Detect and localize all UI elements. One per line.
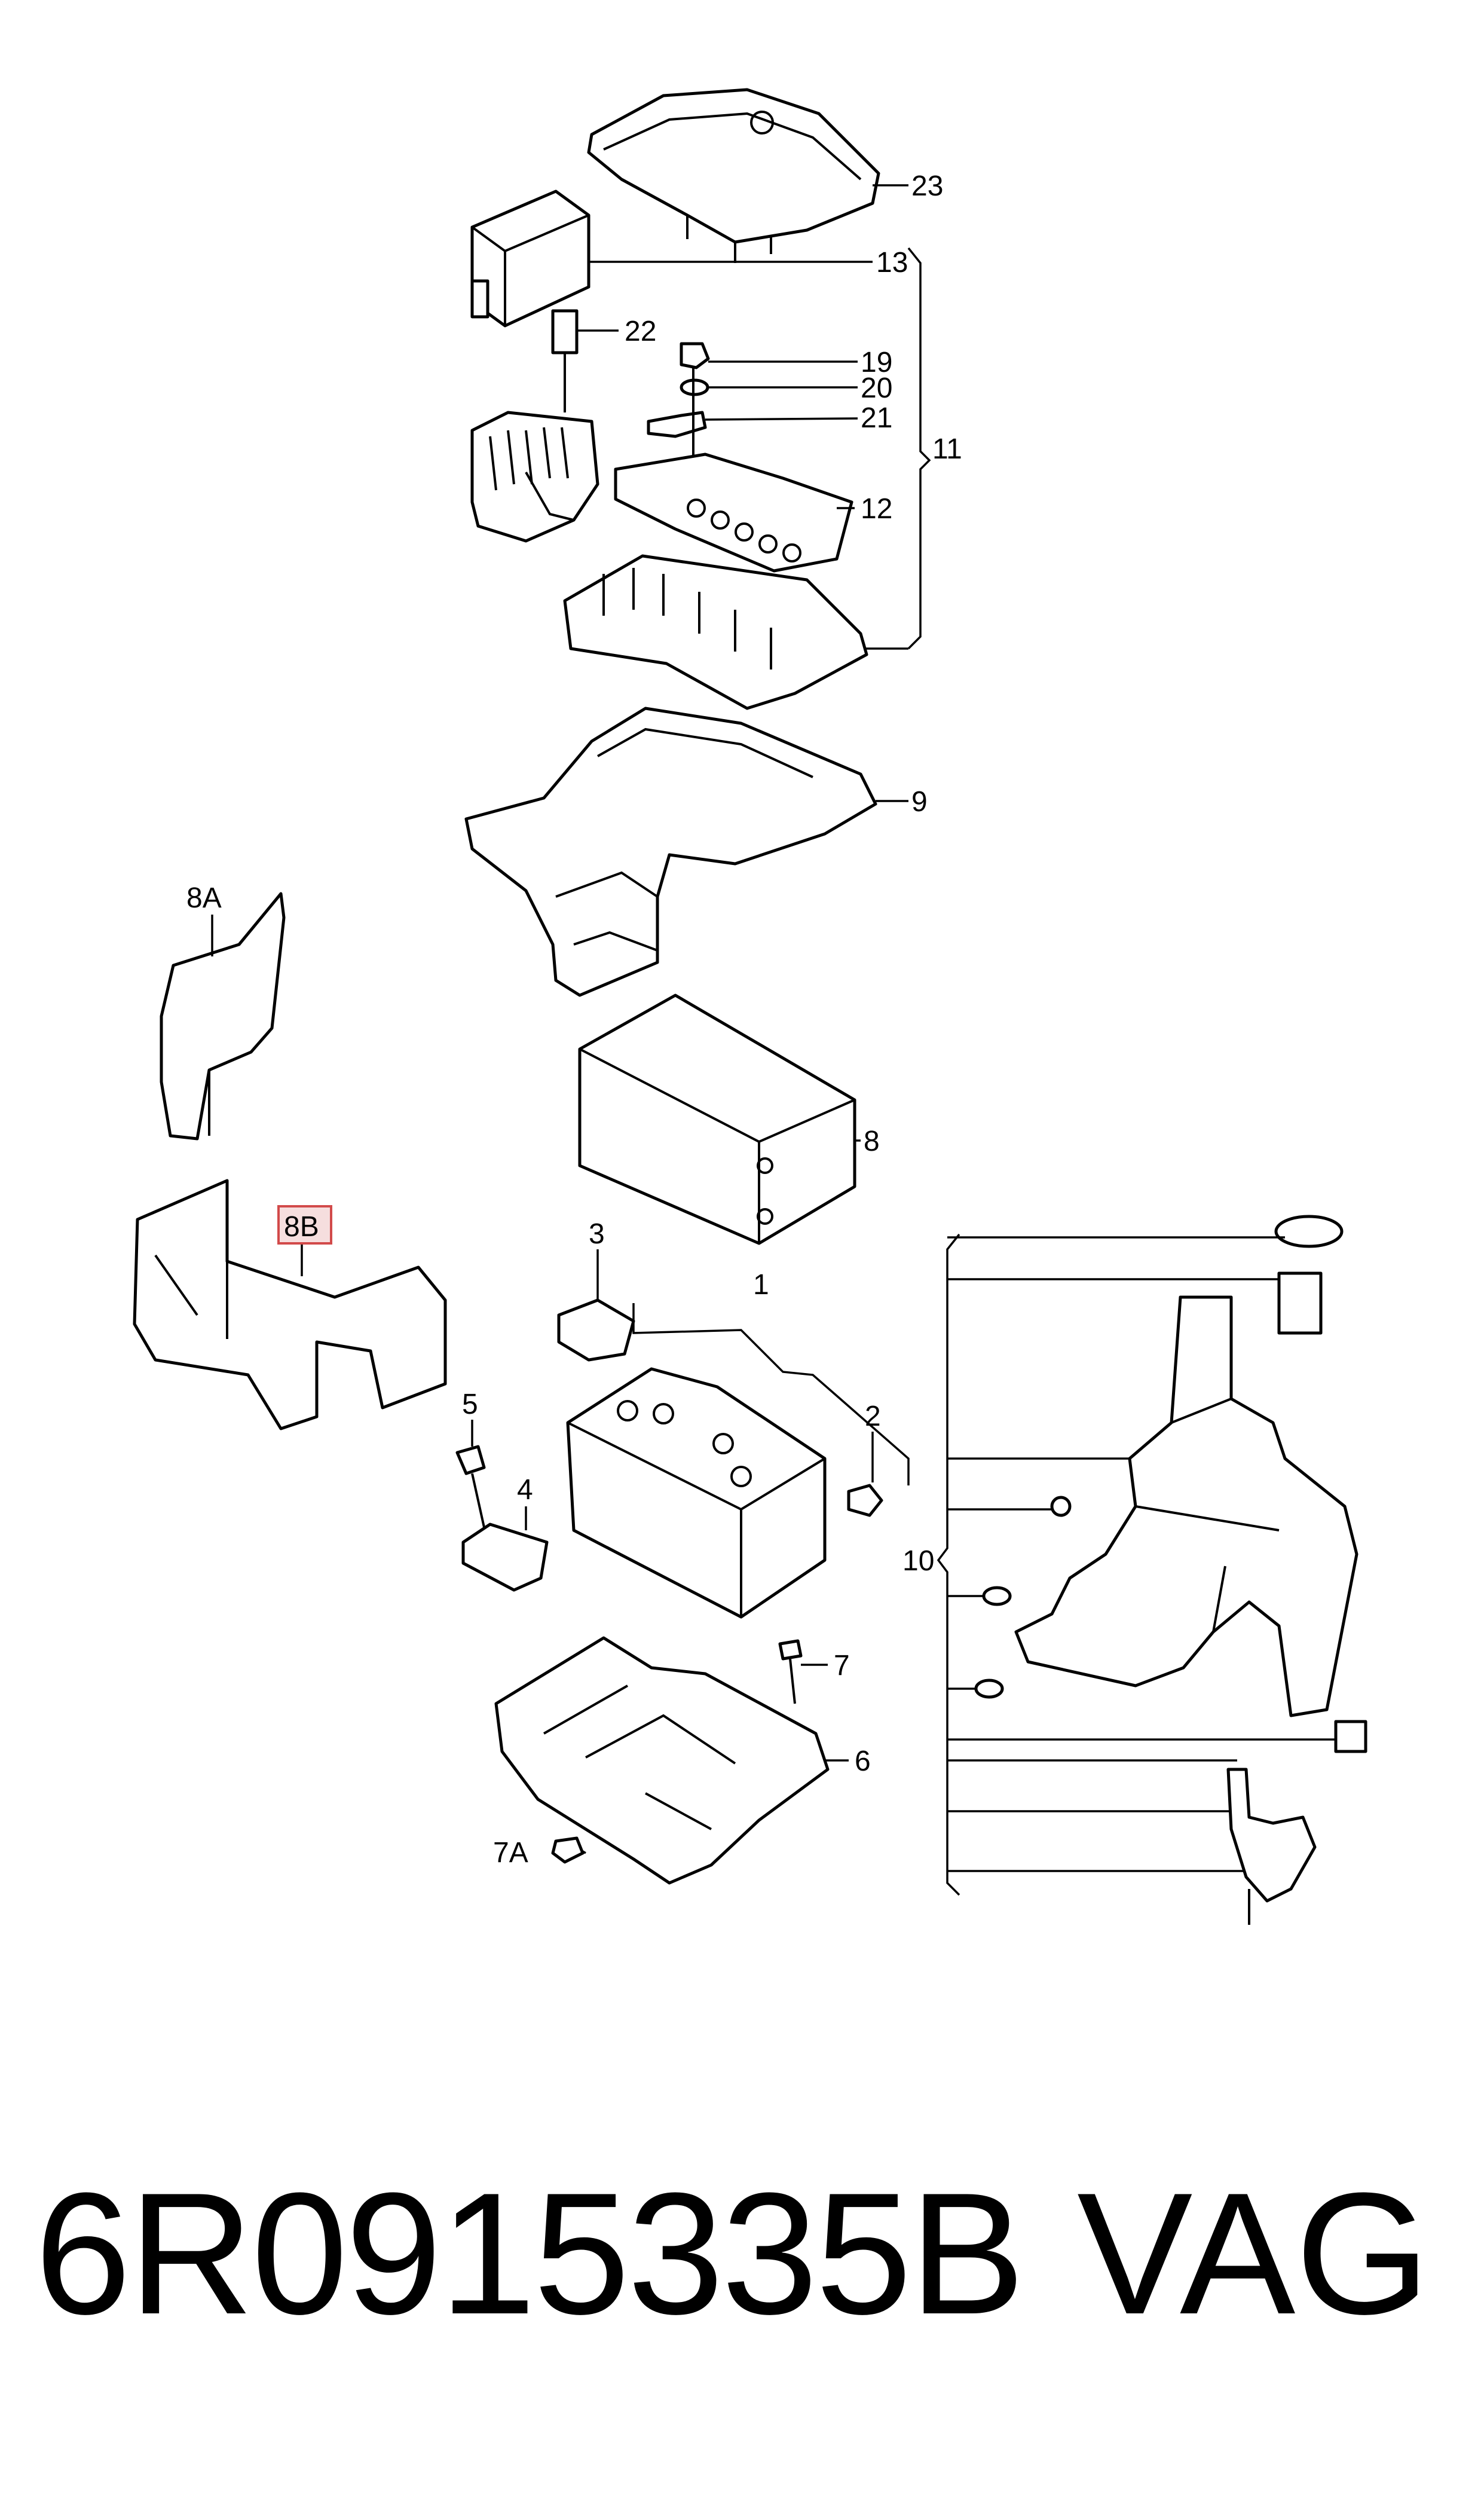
part-number: 6R0915335B [35,2157,1025,2350]
callout-23: 23 [911,170,943,202]
leader-lines [211,184,1336,1896]
part-7A-nut [551,1836,585,1864]
highlight-box-8B [277,1205,332,1245]
callout-5: 5 [462,1389,478,1420]
brand-label: VAG [1077,2157,1430,2350]
part-3-terminal-cap [557,1298,635,1362]
callout-8A: 8A [186,882,222,914]
part-7-screw [778,1639,803,1704]
callout-21: 21 [861,402,892,434]
callout-19: 19 [861,347,892,378]
part-10-battery-bracket [974,1215,1367,1925]
callout-8: 8 [864,1126,880,1157]
part-8A-battery-cover-side [160,892,286,1141]
part-22-fuse [551,309,579,412]
part-4-hold-down-clamp [461,1523,549,1592]
part-12-busbar [614,453,853,573]
callout-22: 22 [625,316,656,347]
part-2-vent-plug [847,1484,883,1517]
part-8-battery-box [578,993,856,1245]
callout-8B: 8B [284,1211,319,1243]
callout-6: 6 [855,1745,871,1777]
callout-11: 11 [932,433,962,465]
callout-20: 20 [861,372,892,404]
callout-4: 4 [517,1474,533,1506]
part-11-fuse-holder [563,554,868,710]
part-8B-battery-insulation-sleeve [133,1179,447,1430]
callout-7: 7 [834,1650,850,1682]
callout-7A: 7A [493,1837,528,1869]
part-9-battery-tray-cover [464,707,877,997]
part-6-battery-tray [494,1636,830,1885]
callout-13: 13 [876,247,908,279]
callout-3: 3 [589,1218,605,1250]
callout-9: 9 [911,786,928,818]
footer: 6R0915335B VAG [0,2164,1484,2343]
part-1-battery [566,1367,827,1619]
exploded-parts-diagram: 23 13 22 19 20 21 11 12 9 8A 8B 8 3 1 2 … [133,88,1367,1925]
callout-10: 10 [902,1545,934,1577]
part-23-fuse-box-cover [587,88,880,263]
part-5-bolt [455,1445,486,1528]
callout-12: 12 [861,493,892,525]
callout-1: 1 [753,1269,769,1301]
callout-2: 2 [865,1401,881,1432]
part-13-fuse-housing [470,189,599,543]
parts-19-20-21-fasteners [647,342,710,469]
